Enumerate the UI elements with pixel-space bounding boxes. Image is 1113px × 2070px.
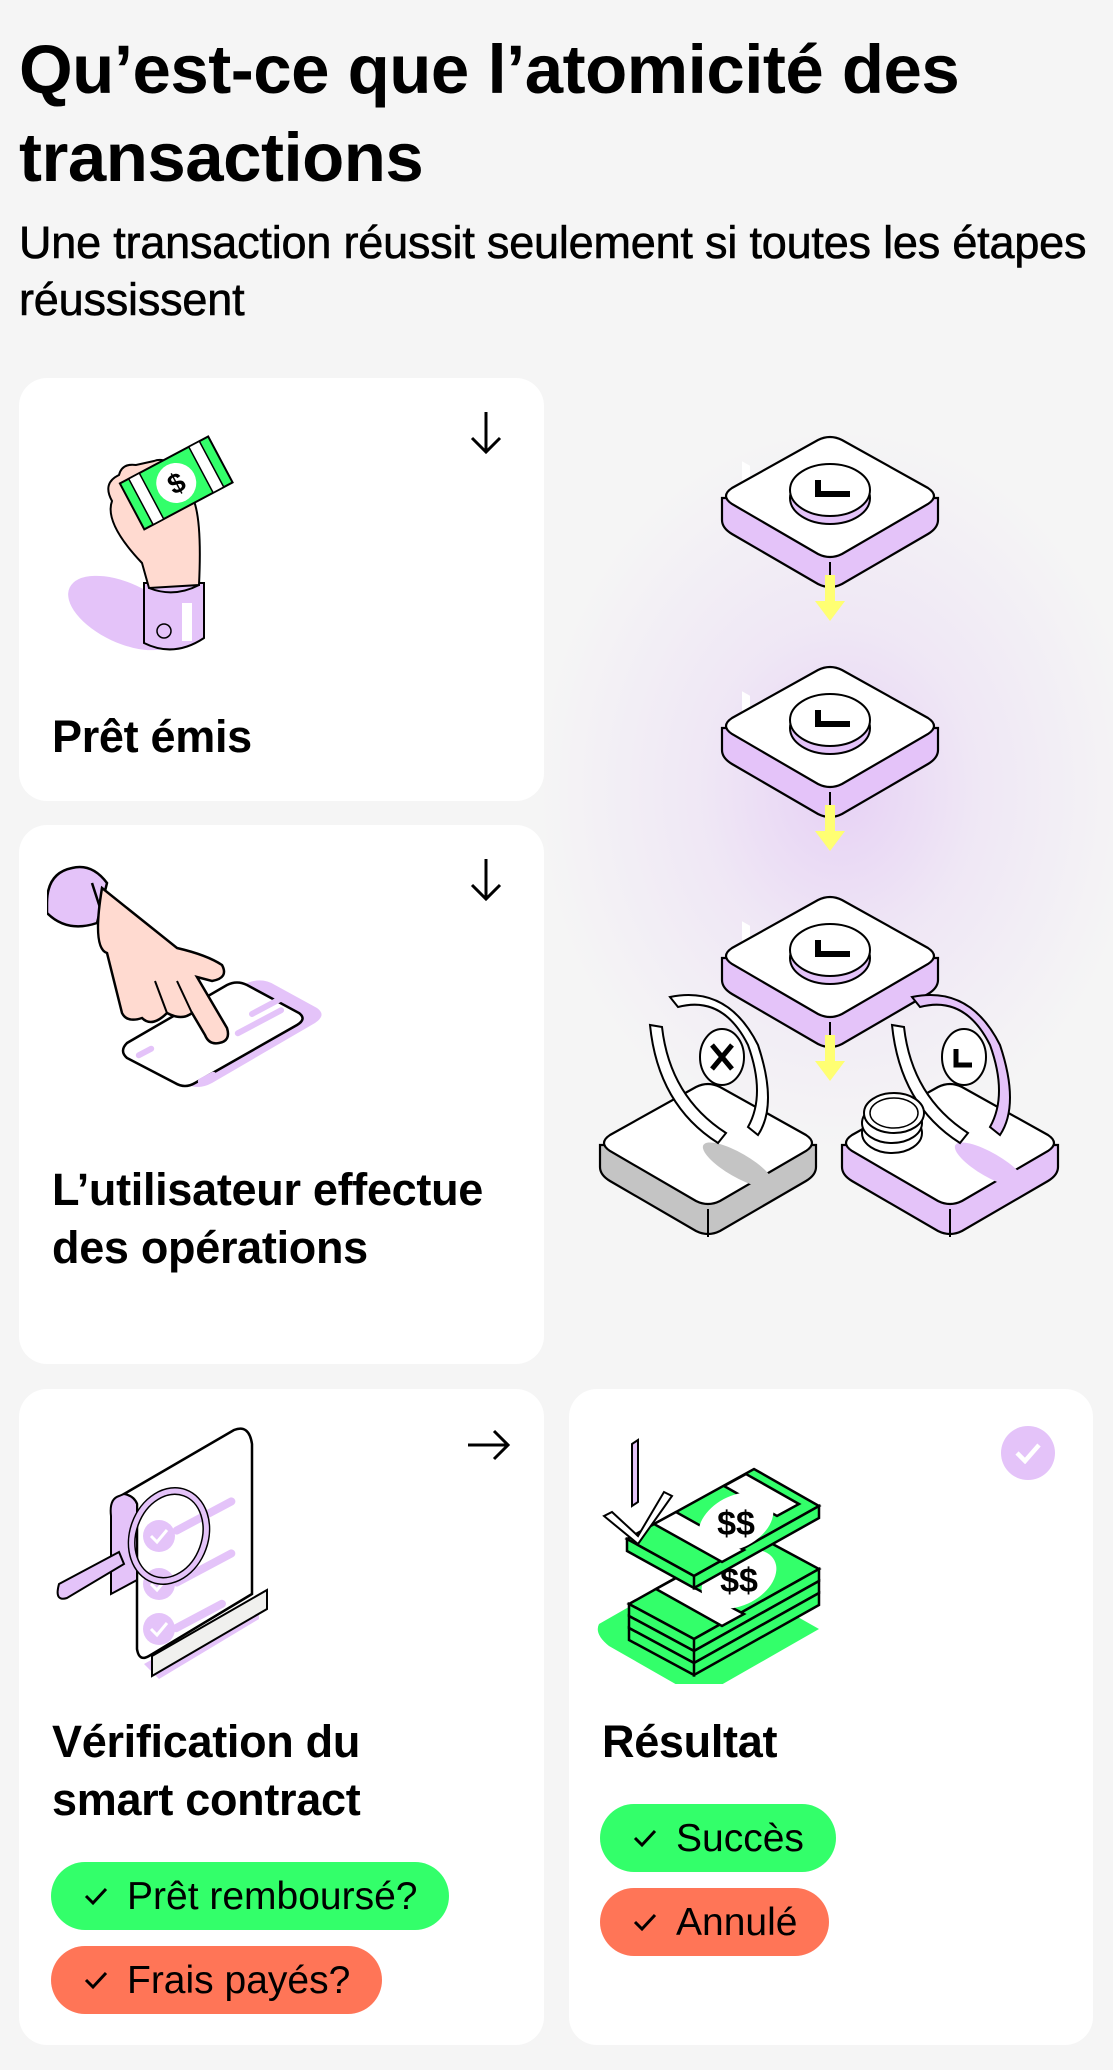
hand-tapping-card-icon [47,865,322,1088]
step-block-1 [720,435,940,592]
check-pill-label: Prêt remboursé? [127,1874,418,1918]
step-card-result: $$ $$ Résultat Succès Annulé [569,1389,1093,2045]
check-badge-icon [1001,1426,1055,1480]
step-label: L’utilisateur effectue des opérations [52,1164,484,1273]
transaction-flow-diagram [598,435,1060,1237]
step-block-3 [720,895,940,1052]
outcome-pill-label: Annulé [676,1900,798,1944]
check-icon [633,1913,657,1932]
check-pill-label: Frais payés? [127,1958,351,2002]
page-subtitle: Une transaction réussit seulement si tou… [19,217,1087,326]
coin-stack-icon [861,1092,925,1154]
check-icon [84,1887,108,1906]
outcome-pill-cancelled: Annulé [600,1888,830,1956]
outcome-pill-label: Succès [676,1816,804,1860]
cash-stacks-icon: $$ $$ [597,1438,822,1684]
step-block-2 [720,665,940,822]
arrow-down-icon [470,859,502,902]
contract-magnifier-icon [56,1427,268,1679]
success-block [840,994,1060,1237]
check-icon [84,1971,108,1990]
check-icon [633,1829,657,1848]
step-label: Prêt émis [52,711,252,762]
step-card-user-operations: L’utilisateur effectue des opérations [19,825,544,1364]
check-pill-fees-paid: Frais payés? [51,1946,383,2014]
step-label: Résultat [602,1716,778,1767]
result-outcomes: Succès Annulé [600,1804,836,1956]
step-card-smart-contract-check: Vérification du smart contract Prêt remb… [19,1389,544,2045]
check-pill-loan-repaid: Prêt remboursé? [51,1862,450,1930]
step-label: Vérification du smart contract [52,1716,361,1825]
step-card-loan-issued: $ Prêt émis [19,378,544,801]
contract-checks: Prêt remboursé? Frais payés? [51,1862,450,2014]
rollback-block [598,994,818,1237]
outcome-pill-success: Succès [600,1804,836,1872]
svg-text:$$: $$ [717,1505,755,1543]
arrow-right-icon [468,1429,511,1461]
hand-holding-cash-icon: $ [68,435,234,651]
arrow-down-icon [470,412,502,455]
page-title: Qu’est-ce que l’atomicité des transactio… [19,31,960,196]
